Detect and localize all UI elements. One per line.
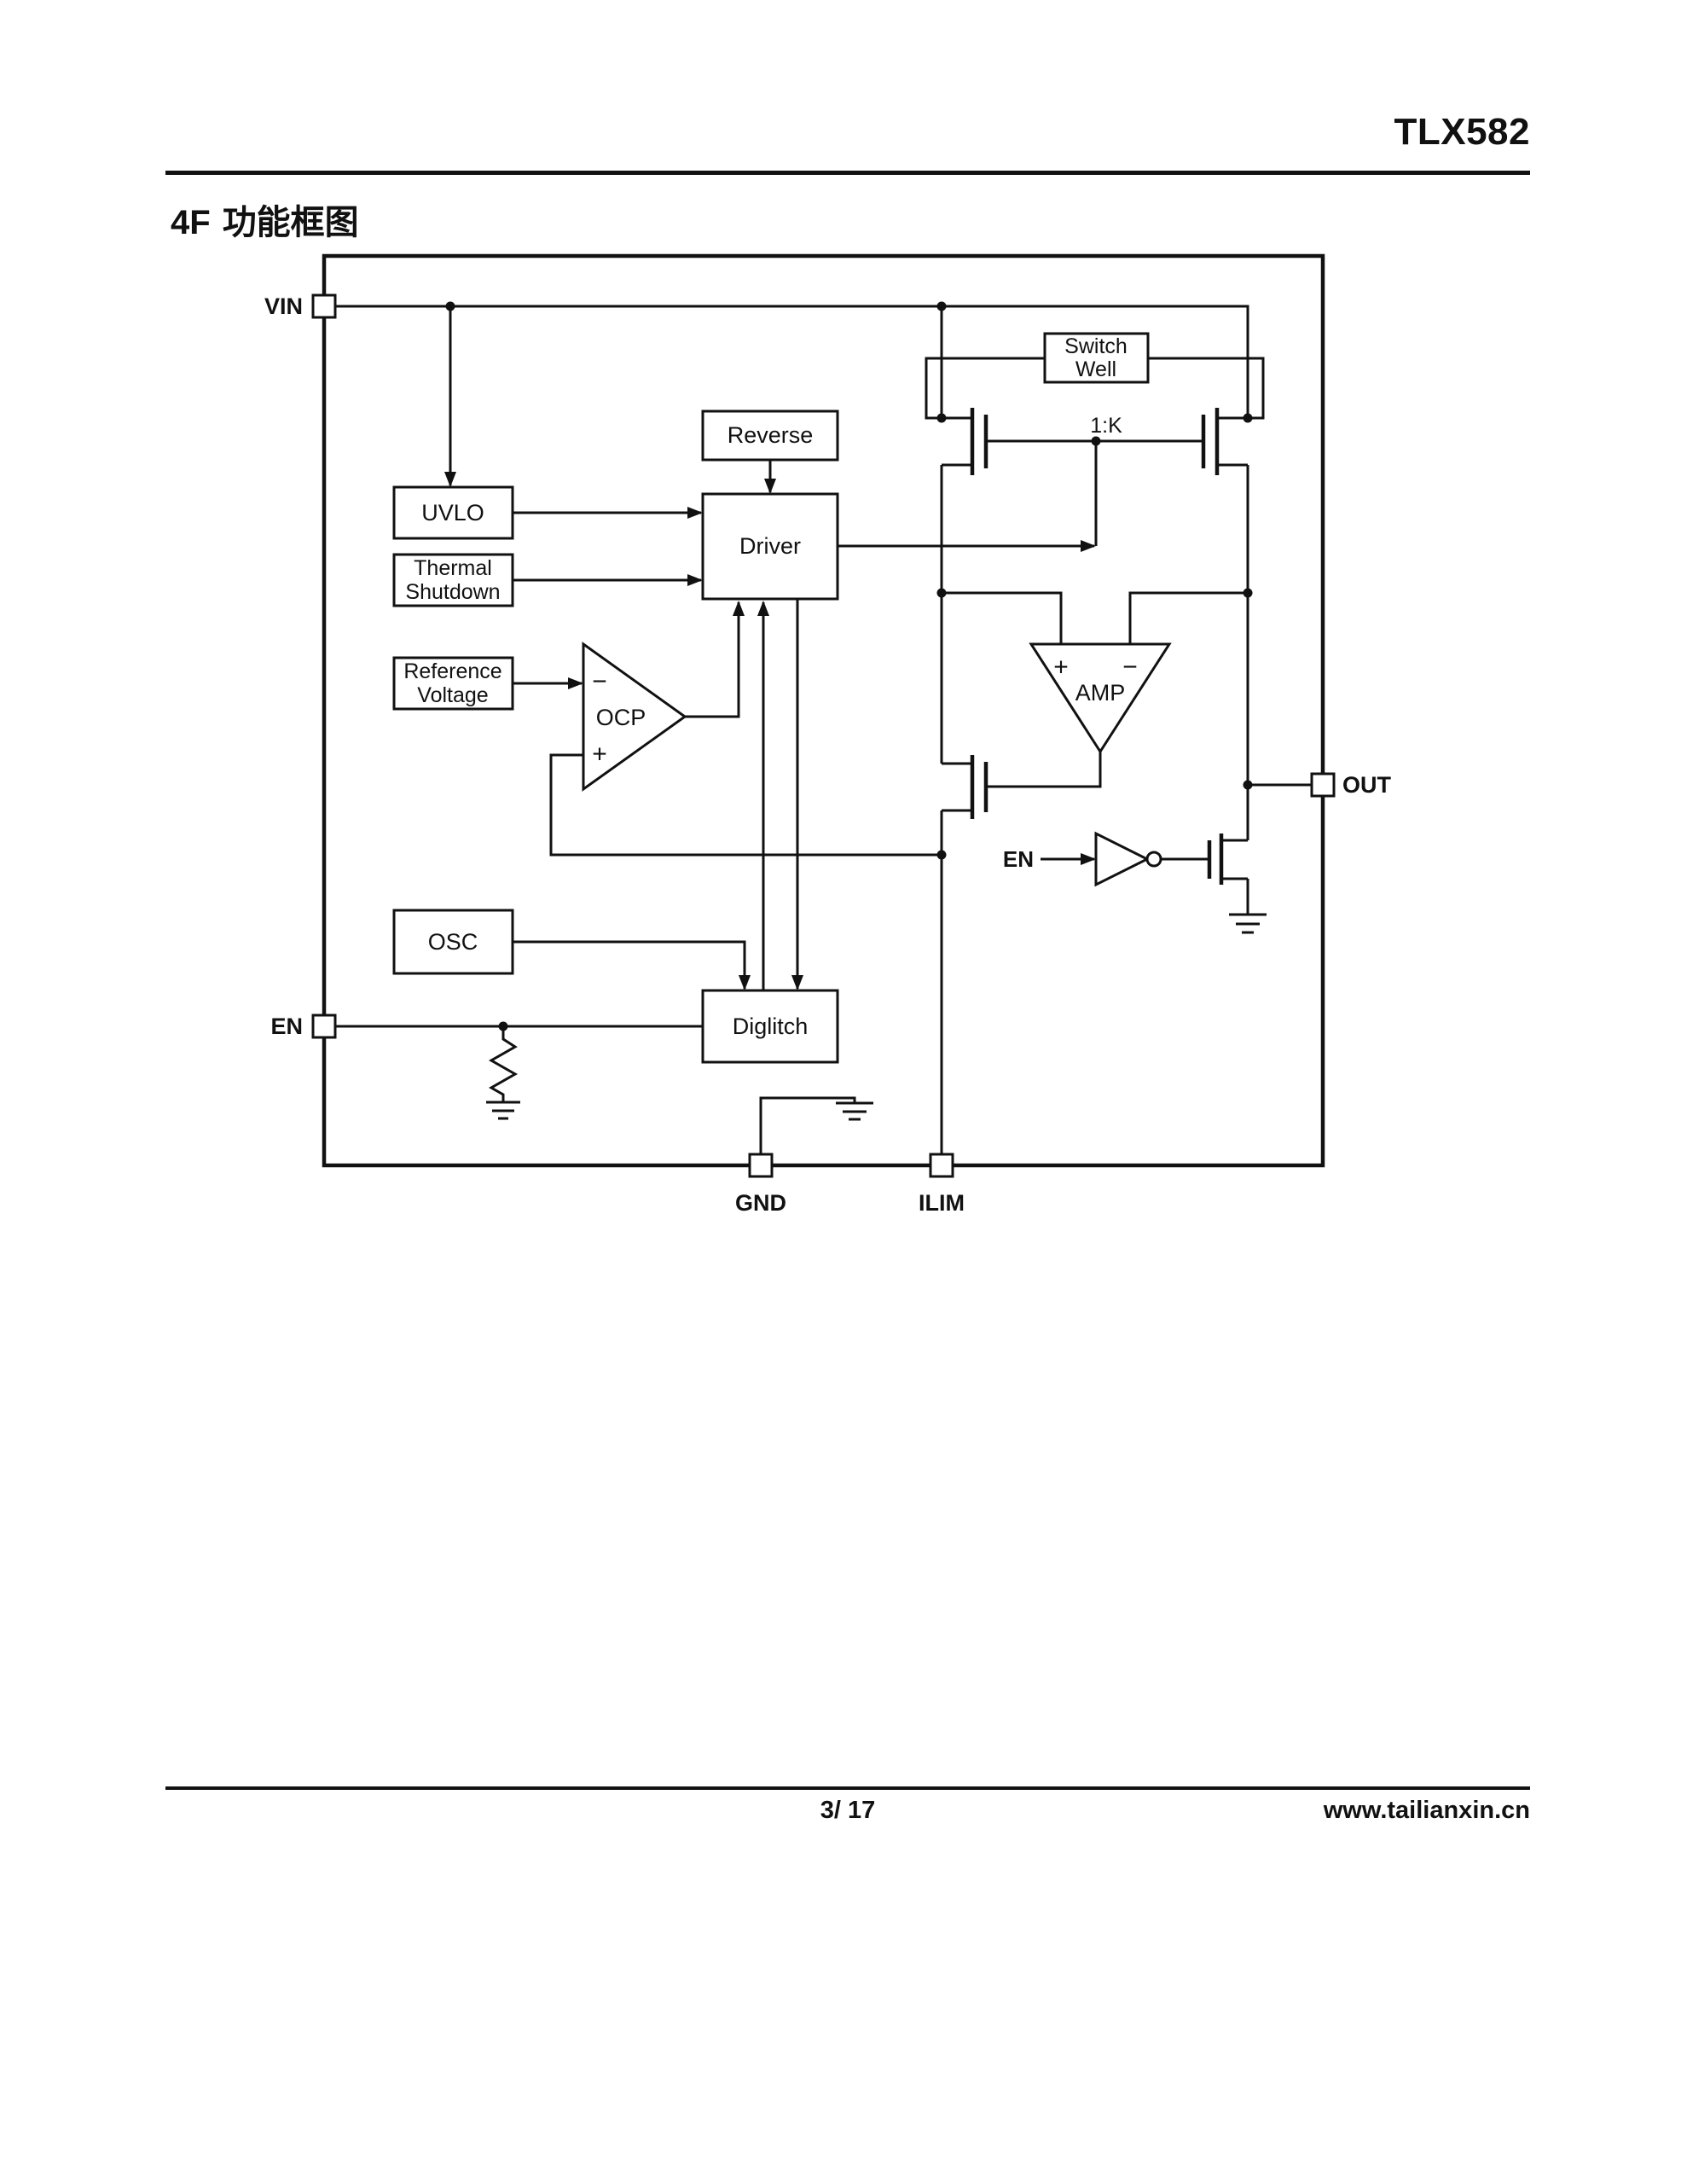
ocp-minus-sign: − bbox=[592, 668, 607, 696]
wire-gnd bbox=[759, 1096, 856, 1154]
ratio-label: 1:K bbox=[1090, 414, 1122, 438]
main-pass-fet bbox=[1201, 408, 1248, 475]
amp-plus-sign: + bbox=[1053, 653, 1069, 682]
wire-amp-output bbox=[986, 752, 1102, 788]
wire-ocp-driver bbox=[685, 601, 745, 718]
footer-website: www.tailianxin.cn bbox=[1323, 1797, 1530, 1824]
junction-dot bbox=[1243, 588, 1253, 598]
thermal-label-line1: Thermal bbox=[414, 556, 492, 580]
junction-dot bbox=[498, 1021, 508, 1031]
section-number: 4F bbox=[171, 204, 211, 241]
diagram-border bbox=[322, 253, 1325, 1168]
wire-amp-plus-input bbox=[942, 591, 1063, 644]
wire-amp-minus-input bbox=[1128, 591, 1248, 644]
switch-well-block bbox=[1043, 332, 1150, 384]
uvlo-block bbox=[392, 485, 514, 540]
inverter-bubble bbox=[1145, 851, 1162, 868]
thermal-shutdown-block bbox=[392, 553, 514, 607]
ilim-pin-label: ILIM bbox=[919, 1190, 965, 1216]
footer-rule bbox=[165, 1786, 1530, 1790]
en-pin bbox=[311, 1014, 337, 1039]
diglitch-block bbox=[701, 989, 839, 1064]
vin-pin bbox=[311, 293, 337, 319]
section-heading: 4F 功能框图 bbox=[171, 195, 359, 244]
ocp-comparator bbox=[582, 642, 687, 792]
reference-voltage-block bbox=[392, 656, 514, 711]
section-title: 功能框图 bbox=[222, 204, 359, 241]
wire-ocp-feedback bbox=[549, 753, 942, 857]
ocp-plus-sign: + bbox=[592, 741, 607, 769]
page-number: 3/ 17 bbox=[820, 1797, 876, 1824]
ground-bars bbox=[836, 1101, 873, 1121]
wires bbox=[335, 305, 1312, 1154]
out-pin-label: OUT bbox=[1342, 772, 1392, 798]
wire-osc-diglitch bbox=[513, 940, 751, 990]
vin-pin-label: VIN bbox=[264, 293, 303, 319]
wire-switchwell-left bbox=[925, 357, 1045, 420]
inverter-en-label: EN bbox=[1003, 846, 1034, 872]
junction-dot bbox=[1243, 413, 1253, 423]
uvlo-label: UVLO bbox=[421, 500, 484, 526]
junction-dot bbox=[1091, 436, 1101, 446]
header-rule bbox=[165, 171, 1530, 175]
ground-symbol-m4 bbox=[1229, 913, 1267, 934]
en-inverter bbox=[1094, 831, 1162, 887]
driver-block bbox=[701, 492, 839, 601]
ilim-pin bbox=[929, 1153, 954, 1178]
amp-minus-sign: − bbox=[1122, 653, 1138, 682]
ilim-fet bbox=[942, 755, 988, 819]
sense-fet-arms bbox=[942, 416, 972, 467]
gnd-pin-label: GND bbox=[735, 1190, 786, 1216]
ground-symbol-resistor bbox=[486, 1101, 520, 1120]
junction-dot bbox=[936, 413, 947, 423]
thermal-label-line2: Shutdown bbox=[405, 580, 500, 604]
junction-dot bbox=[445, 301, 455, 311]
osc-block bbox=[392, 909, 514, 975]
amp-label: AMP bbox=[1075, 680, 1126, 706]
functional-block-diagram: UVLO Thermal Shutdown Reference Voltage … bbox=[264, 253, 1392, 1216]
junction-dot bbox=[936, 588, 947, 598]
diglitch-label: Diglitch bbox=[733, 1014, 809, 1039]
sense-fet bbox=[942, 408, 988, 475]
main-fet-arms bbox=[1217, 416, 1248, 467]
gnd-pin bbox=[748, 1153, 774, 1178]
junction-dots bbox=[445, 301, 1253, 1031]
en-pin-label: EN bbox=[270, 1014, 303, 1039]
en-pulldown-resistor bbox=[488, 1026, 519, 1102]
wire-vin-rail bbox=[335, 305, 1249, 418]
ilim-fet-arms bbox=[942, 762, 972, 812]
ground-bars bbox=[1229, 913, 1267, 934]
document-title: TLX582 bbox=[1394, 111, 1530, 153]
discharge-fet bbox=[1207, 834, 1248, 885]
ocp-label: OCP bbox=[596, 705, 646, 730]
junction-dot bbox=[936, 301, 947, 311]
switch-well-label-line2: Well bbox=[1075, 357, 1116, 381]
inverter-triangle bbox=[1094, 831, 1151, 887]
resistor-symbol bbox=[488, 1026, 519, 1102]
out-pin bbox=[1310, 772, 1336, 798]
junction-dot bbox=[936, 850, 947, 860]
reverse-label: Reverse bbox=[728, 422, 814, 448]
junction-dot bbox=[1243, 780, 1253, 790]
reverse-block bbox=[701, 410, 839, 462]
driver-label: Driver bbox=[739, 533, 801, 559]
discharge-fet-arms bbox=[1221, 839, 1248, 880]
wire-switchwell-right bbox=[1148, 357, 1265, 420]
ground-bars bbox=[486, 1101, 520, 1120]
reference-label-line2: Voltage bbox=[417, 683, 488, 707]
ground-symbol-gnd bbox=[836, 1101, 873, 1121]
amp-amplifier bbox=[1029, 642, 1172, 754]
switch-well-label-line1: Switch bbox=[1064, 334, 1128, 358]
osc-label: OSC bbox=[428, 929, 478, 955]
reference-label-line1: Reference bbox=[403, 659, 501, 683]
wire-gate-bus bbox=[986, 439, 1203, 546]
